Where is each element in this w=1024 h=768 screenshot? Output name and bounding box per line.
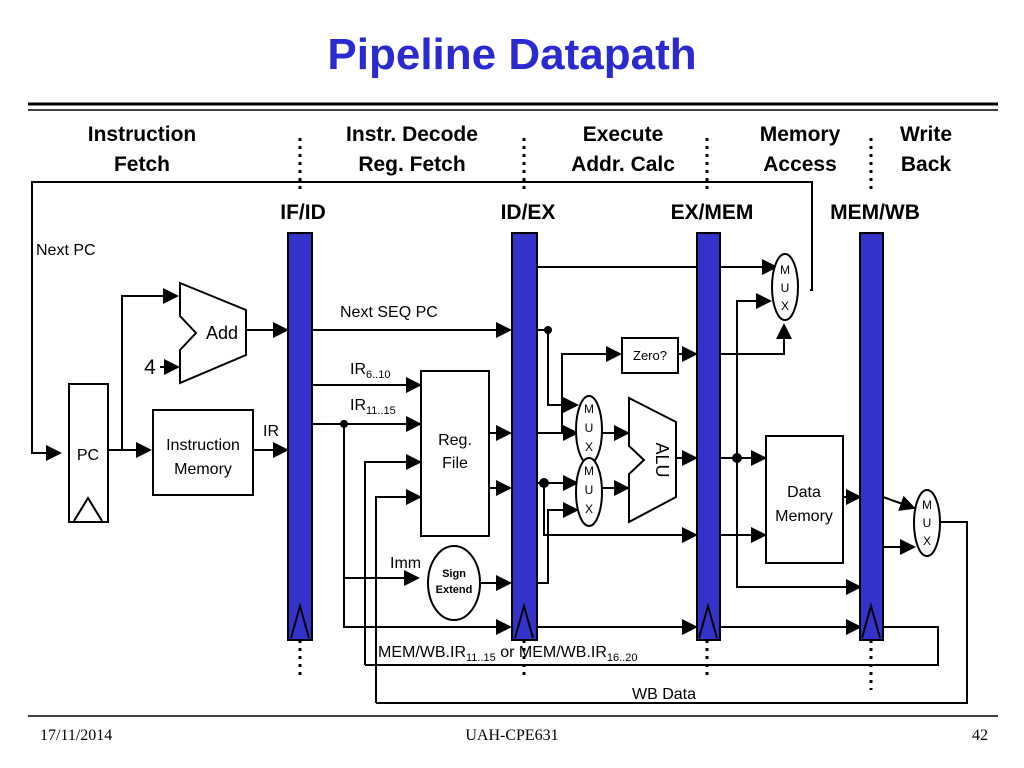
if-id-register xyxy=(287,232,313,641)
wb-reg-text-b: or MEM/WB.IR xyxy=(496,644,607,661)
wb-reg-wire xyxy=(365,626,939,666)
imm-to-mux-wire xyxy=(537,502,579,584)
stage-wb-line1: Write xyxy=(900,123,952,146)
zero-to-mux-select-wire xyxy=(720,323,792,355)
mux1-x: X xyxy=(585,440,593,454)
mux4-u: U xyxy=(923,516,932,530)
wb-reg-select-wire xyxy=(364,454,422,665)
pc-clock-icon xyxy=(73,496,103,522)
mem-wb-label: MEM/WB xyxy=(830,201,920,224)
mem-wb-clock-icon xyxy=(861,602,881,639)
wb-data-wire xyxy=(376,521,968,704)
ex-mem-register xyxy=(696,232,721,641)
alu-label: ALU xyxy=(652,442,672,477)
next-pc-label: Next SEQ PC xyxy=(340,304,438,321)
pc-to-add-wire xyxy=(121,288,179,450)
pc-select-mux xyxy=(771,253,799,321)
register-file xyxy=(420,370,490,537)
ir-6-10-label: IR6..10 xyxy=(350,361,390,381)
if-id-label: IF/ID xyxy=(280,201,326,224)
stage-wb-line2: Back xyxy=(901,153,952,176)
ir-to-idex-wire xyxy=(343,578,512,635)
mux1-m: M xyxy=(584,402,594,416)
alu-to-pc-mux-wire xyxy=(736,293,772,458)
stage-id-line2: Reg. Fetch xyxy=(358,153,465,176)
wb-register-label: MEM/WB.IR11..15 or MEM/WB.IR16..20 xyxy=(378,644,637,664)
stage-id-line1: Instr. Decode xyxy=(346,123,478,146)
instruction-memory xyxy=(152,409,254,496)
ir-label: IR xyxy=(263,423,279,440)
alu-input-b-mux xyxy=(575,457,603,527)
ir-6-10-text: IR xyxy=(350,361,366,378)
stage-if-line1: Instruction xyxy=(88,123,197,146)
footer-course: UAH-CPE631 xyxy=(465,727,559,744)
ir-11-15-subscript: 11..15 xyxy=(366,405,396,417)
stage-mem-line1: Memory xyxy=(760,123,841,146)
ir-6-10-subscript: 6..10 xyxy=(366,369,390,381)
mux3-x: X xyxy=(781,299,789,313)
zero-detect-unit xyxy=(621,337,679,374)
wb-reg-text-a: MEM/WB.IR xyxy=(378,644,466,661)
junction-ir xyxy=(340,420,348,428)
imm-label: Imm xyxy=(390,555,421,572)
sign-extend-unit xyxy=(427,545,481,621)
stage-ex-line1: Execute xyxy=(583,123,664,146)
mux1-u: U xyxy=(585,421,594,435)
ex-mem-clock-icon xyxy=(698,602,718,639)
id-ex-label: ID/EX xyxy=(501,201,556,224)
junction-b xyxy=(539,478,549,488)
mux3-u: U xyxy=(781,281,790,295)
next-pc-wire xyxy=(31,181,813,461)
add-label: Add xyxy=(206,323,238,343)
dmem-label-line2: Memory xyxy=(775,508,833,525)
junction-alu-out xyxy=(732,453,742,463)
if-id-clock-icon xyxy=(290,602,310,639)
zero-label: Zero? xyxy=(633,348,667,363)
mux2-u: U xyxy=(585,483,594,497)
sign-extend-label-line2: Extend xyxy=(436,584,473,596)
mem-wb-register xyxy=(859,232,884,641)
wb-reg-subscript-b: 16..20 xyxy=(607,652,638,664)
ir-11-15-text: IR xyxy=(350,397,366,414)
stage-if-line2: Fetch xyxy=(114,153,170,176)
stage-ex-line2: Addr. Calc xyxy=(571,153,675,176)
mux2-x: X xyxy=(585,502,593,516)
regfile-label-line2: File xyxy=(442,455,468,472)
mem-to-wb-mux-wire xyxy=(882,495,916,511)
mux4-x: X xyxy=(923,534,931,548)
alu-to-memwb-wire xyxy=(736,458,862,595)
id-ex-clock-icon xyxy=(514,602,534,639)
mux2-m: M xyxy=(584,464,594,478)
imem-label-line2: Memory xyxy=(174,461,232,478)
pc-label: PC xyxy=(77,447,99,464)
stage-mem-line2: Access xyxy=(763,153,837,176)
junction-seq-pc xyxy=(544,326,552,334)
constant-four-label: 4 xyxy=(144,356,156,379)
seq-pc-to-alu-mux-wire xyxy=(547,330,579,413)
writeback-mux xyxy=(913,489,941,557)
next-pc-loop-label: Next PC xyxy=(36,242,96,259)
wb-data-label: WB Data xyxy=(632,686,696,703)
ir-11-15-label: IR11..15 xyxy=(350,397,396,417)
mux4-m: M xyxy=(922,498,932,512)
regfile-label-line1: Reg. xyxy=(438,432,472,449)
slide-title: Pipeline Datapath xyxy=(327,30,697,79)
footer-page-number: 42 xyxy=(972,727,988,744)
footer-date: 17/11/2014 xyxy=(40,727,113,744)
id-ex-register xyxy=(511,232,538,641)
wb-data-in-wire xyxy=(375,489,422,703)
add-unit xyxy=(179,281,247,385)
dmem-label-line1: Data xyxy=(787,484,821,501)
a-to-zero-wire xyxy=(561,346,622,433)
alu-unit xyxy=(628,396,677,524)
sign-extend-label-line1: Sign xyxy=(442,568,466,580)
wb-reg-subscript-a: 11..15 xyxy=(466,652,496,664)
ex-mem-label: EX/MEM xyxy=(671,201,754,224)
mux3-m: M xyxy=(780,263,790,277)
data-memory xyxy=(765,435,844,564)
b-to-exmem-wire xyxy=(543,483,698,543)
imem-label-line1: Instruction xyxy=(166,437,240,454)
